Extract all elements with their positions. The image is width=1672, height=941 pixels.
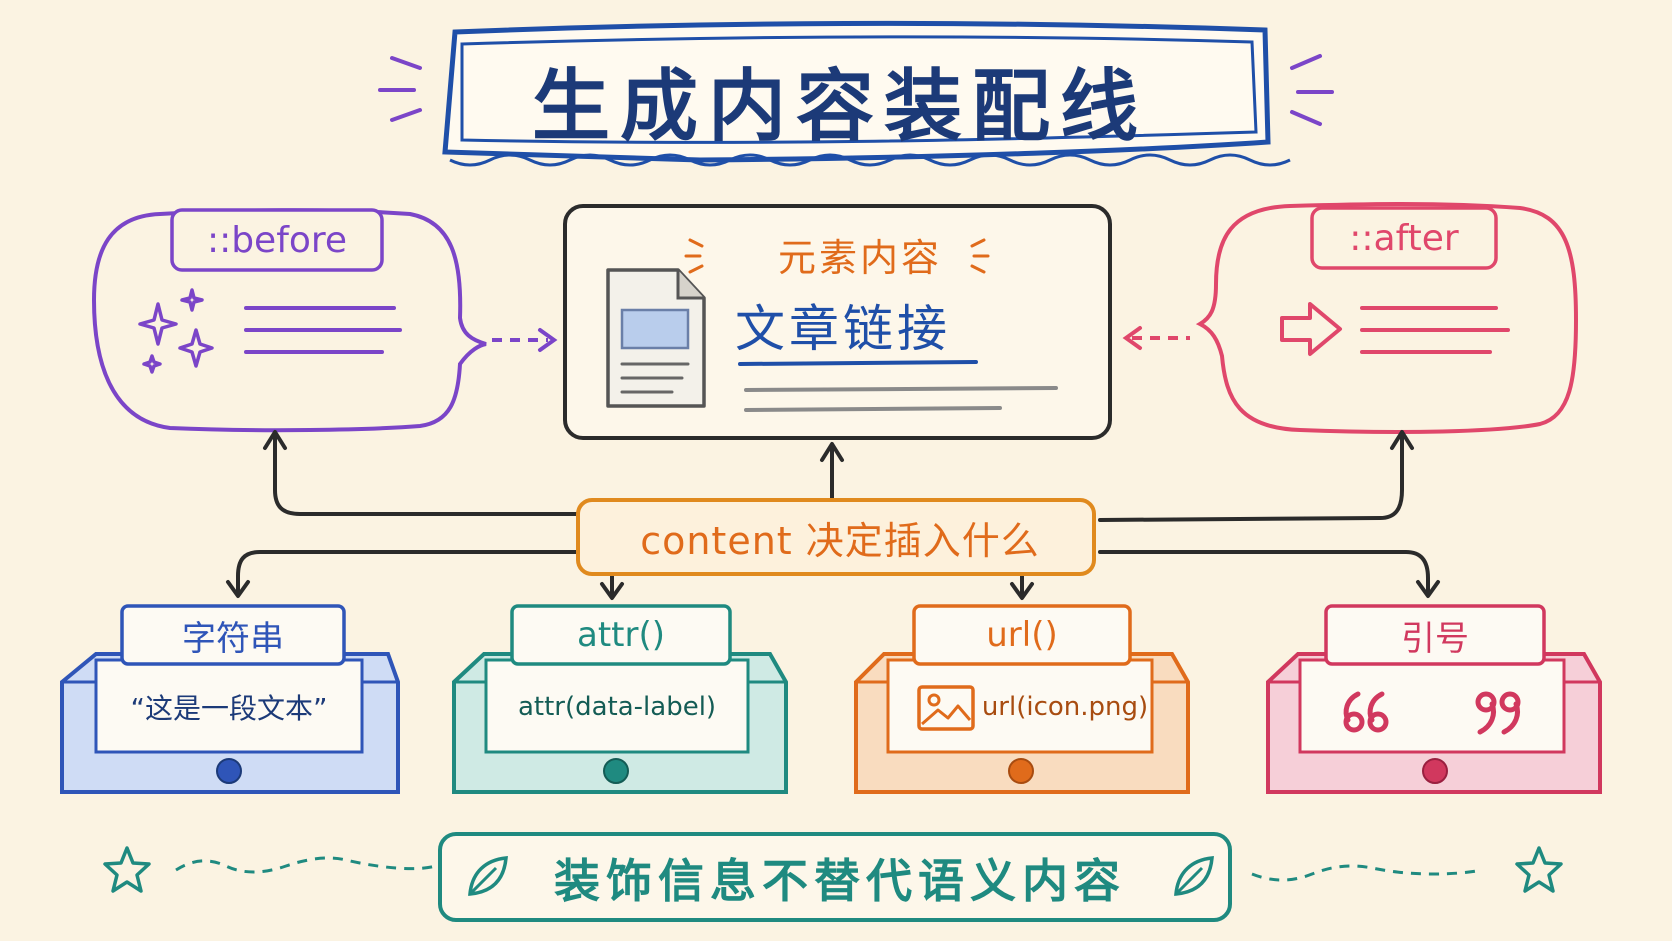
card-attr-text: attr(data-label) (517, 692, 717, 722)
footer-text: 装饰信息不替代语义内容 (554, 854, 1126, 908)
star-icon (1515, 846, 1563, 893)
quote-marks-icon (1343, 691, 1521, 735)
content-label: content 决定插入什么 (640, 518, 1040, 563)
card-quotes (1266, 604, 1602, 794)
before-label: ::before (206, 219, 348, 261)
leaf-icon (1174, 856, 1214, 896)
arrow-right-icon (1280, 302, 1342, 356)
card-string-title: 字符串 (182, 618, 284, 659)
card-quotes-title: 引号 (1401, 618, 1469, 659)
card-url-title: url() (986, 615, 1058, 655)
footer-banner (175, 832, 1483, 922)
card-string-text: “这是一段文本” (130, 692, 328, 725)
element-link-text[interactable]: 文章链接 (735, 300, 951, 358)
title-banner (378, 20, 1334, 167)
star-icon (103, 846, 151, 893)
before-bubble (91, 208, 487, 433)
card-attr-title: attr() (576, 615, 665, 655)
after-label: ::after (1349, 217, 1459, 259)
leaf-icon (468, 856, 508, 896)
document-icon (606, 268, 706, 408)
sparkle-icon (138, 288, 214, 374)
card-string (60, 604, 400, 794)
card-url-text: url(icon.png) (981, 692, 1149, 722)
element-heading: 元素内容 (777, 235, 942, 280)
before-to-element-arrow (492, 328, 558, 352)
content-box (576, 498, 1096, 576)
page-title: 生成内容装配线 (531, 62, 1148, 152)
image-icon (917, 685, 975, 731)
after-bubble (1195, 202, 1579, 434)
card-attr (452, 604, 788, 794)
connector-lines (226, 430, 1440, 600)
after-to-element-arrow (1122, 326, 1190, 350)
